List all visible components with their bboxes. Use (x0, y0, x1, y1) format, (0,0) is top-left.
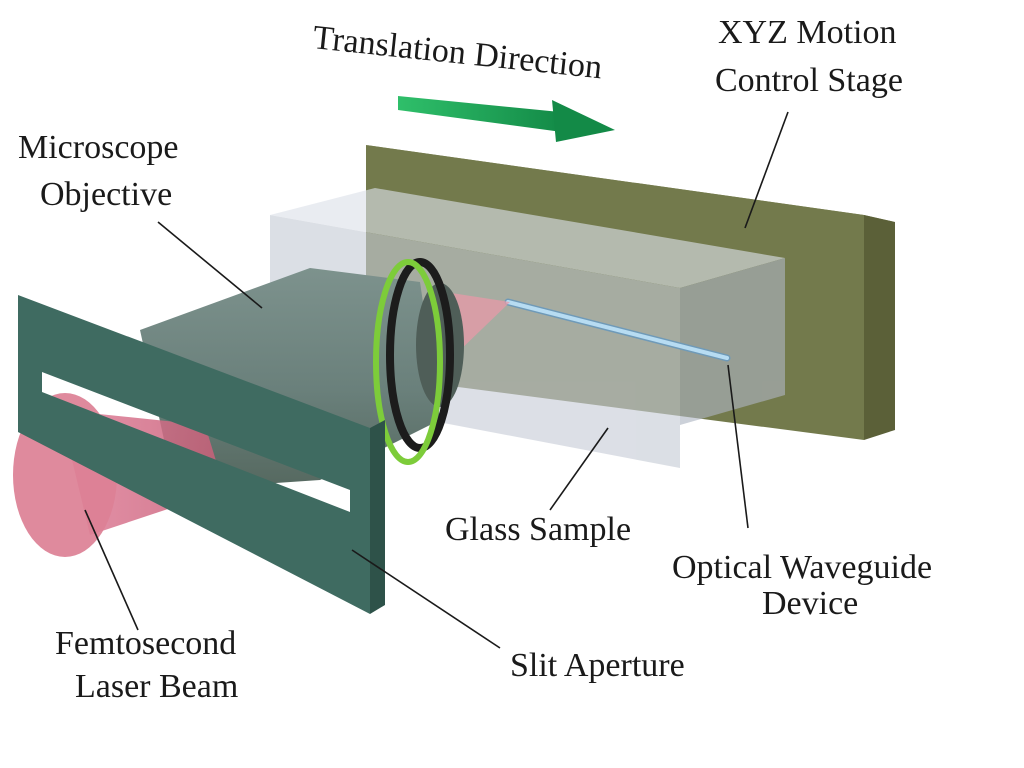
translation-arrow (398, 96, 615, 142)
label-glass-sample: Glass Sample (445, 511, 631, 548)
objective-ring-green (373, 259, 443, 465)
label-waveguide-line1: Optical Waveguide (672, 549, 932, 586)
leader-waveguide (727, 364, 749, 529)
label-xyz-stage-line2: Control Stage (715, 62, 903, 99)
glass-sample-top (270, 188, 785, 288)
label-objective-line2: Objective (40, 176, 172, 213)
label-laser-line2: Laser Beam (75, 668, 238, 705)
leader-lines (84, 111, 789, 649)
label-objective-line1: Microscope (18, 129, 179, 166)
optical-waveguide (504, 298, 731, 362)
leader-slit (351, 549, 501, 649)
slit-plate-edge (370, 420, 385, 614)
glass-sample-side (680, 258, 785, 425)
label-slit-aperture: Slit Aperture (510, 647, 685, 684)
arrow-shaft (398, 96, 562, 132)
slit-plate-front (18, 295, 370, 614)
arrow-head (552, 100, 615, 142)
label-translation-direction: Translation Direction (311, 19, 604, 86)
leader-xyz-stage (744, 111, 789, 229)
xyz-stage-side (864, 215, 895, 440)
leader-laser (84, 509, 139, 631)
slit-aperture (18, 295, 385, 614)
label-laser-line1: Femtosecond (55, 625, 236, 662)
label-waveguide-line2: Device (762, 585, 858, 622)
leader-objective (157, 221, 263, 309)
objective-ring-black (386, 258, 454, 452)
leader-glass-sample (549, 427, 609, 511)
label-xyz-stage-line1: XYZ Motion (718, 14, 897, 51)
